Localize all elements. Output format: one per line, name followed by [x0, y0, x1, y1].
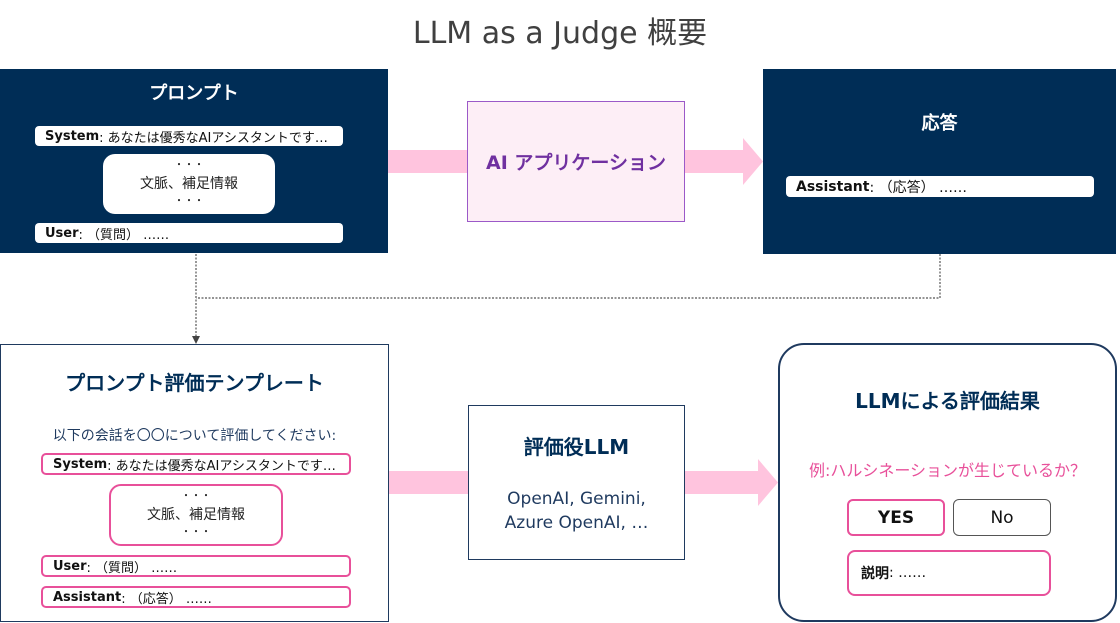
- arrow-band-top-left: [388, 150, 468, 173]
- no-option[interactable]: No: [953, 499, 1051, 536]
- context-text: 文脈、補足情報: [140, 176, 238, 192]
- template-assistant-row: Assistant: （応答） ……: [41, 586, 351, 608]
- template-context-text: 文脈、補足情報: [147, 507, 245, 523]
- template-context-dots-bottom: ・・・: [181, 527, 211, 538]
- template-system-row: System: あなたは優秀なAIアシスタントです…: [41, 453, 351, 475]
- yes-label: YES: [877, 507, 915, 528]
- assistant-text: : （応答） ……: [869, 179, 968, 196]
- judge-llm-providers-line2: Azure OpenAI, …: [504, 513, 649, 533]
- ai-application-label: AI アプリケーション: [485, 152, 666, 174]
- template-title: プロンプト評価テンプレート: [65, 371, 324, 395]
- arrow-band-bottom-right: [685, 471, 758, 494]
- explanation-label: 説明: [861, 566, 889, 582]
- response-panel-title: 応答: [921, 113, 958, 134]
- assistant-message-row: Assistant: （応答） ……: [786, 176, 1094, 197]
- judge-llm-providers-line1: OpenAI, Gemini,: [507, 489, 646, 509]
- result-title: LLMによる評価結果: [855, 389, 1040, 413]
- evaluation-result-panel: LLMによる評価結果 例:ハルシネーションが生じているか？ YES No 説明:…: [778, 343, 1117, 622]
- system-message-row: System: あなたは優秀なAIアシスタントです…: [35, 126, 343, 146]
- arrow-band-top-right: [685, 150, 743, 173]
- evaluation-template-panel: プロンプト評価テンプレート 以下の会話を〇〇について評価してください: Syst…: [0, 344, 389, 622]
- ai-application-box: AI アプリケーション: [467, 101, 685, 222]
- template-user-row: User: （質問） ……: [41, 555, 351, 577]
- template-assistant-label: Assistant: [53, 589, 122, 605]
- user-message-row: User: （質問） ……: [35, 223, 343, 243]
- judge-llm-box: 評価役LLM OpenAI, Gemini, Azure OpenAI, …: [468, 405, 685, 560]
- template-context-box: ・・・ 文脈、補足情報 ・・・: [109, 484, 283, 546]
- context-dots-bottom: ・・・: [174, 196, 204, 207]
- user-label: User: [45, 225, 79, 241]
- user-text: : （質問） ……: [78, 227, 170, 243]
- template-assistant-text: : （応答） ……: [121, 591, 212, 607]
- explanation-box: 説明: ……: [847, 550, 1051, 596]
- system-text: : あなたは優秀なAIアシスタントです…: [99, 130, 328, 146]
- assistant-label: Assistant: [796, 178, 870, 195]
- arrowhead-down-icon: [192, 336, 200, 344]
- template-user-text: : （質問） ……: [86, 560, 178, 576]
- prompt-panel-title: プロンプト: [149, 83, 239, 104]
- explanation-text: : ……: [889, 565, 927, 581]
- template-context-dots-top: ・・・: [181, 491, 211, 502]
- context-box: ・・・ 文脈、補足情報 ・・・: [103, 154, 275, 214]
- system-label: System: [45, 128, 100, 144]
- context-dots-top: ・・・: [174, 160, 204, 171]
- dotted-connector: [196, 254, 941, 299]
- no-label: No: [990, 507, 1014, 528]
- template-system-label: System: [53, 456, 108, 472]
- response-panel: 応答 Assistant: （応答） ……: [763, 69, 1116, 254]
- judge-llm-title: 評価役LLM: [523, 435, 630, 459]
- result-question: 例:ハルシネーションが生じているか？: [808, 461, 1087, 480]
- template-user-label: User: [53, 558, 87, 574]
- arrowhead-right-icon: [758, 459, 778, 506]
- arrow-band-bottom-left: [388, 471, 468, 494]
- prompt-panel: プロンプト System: あなたは優秀なAIアシスタントです… ・・・ 文脈、…: [0, 69, 388, 253]
- template-instruction: 以下の会話を〇〇について評価してください:: [52, 428, 337, 444]
- arrowhead-right-icon: [743, 138, 763, 185]
- template-system-text: : あなたは優秀なAIアシスタントです…: [107, 458, 336, 474]
- page-title: LLM as a Judge 概要: [412, 16, 708, 51]
- yes-option[interactable]: YES: [847, 499, 945, 536]
